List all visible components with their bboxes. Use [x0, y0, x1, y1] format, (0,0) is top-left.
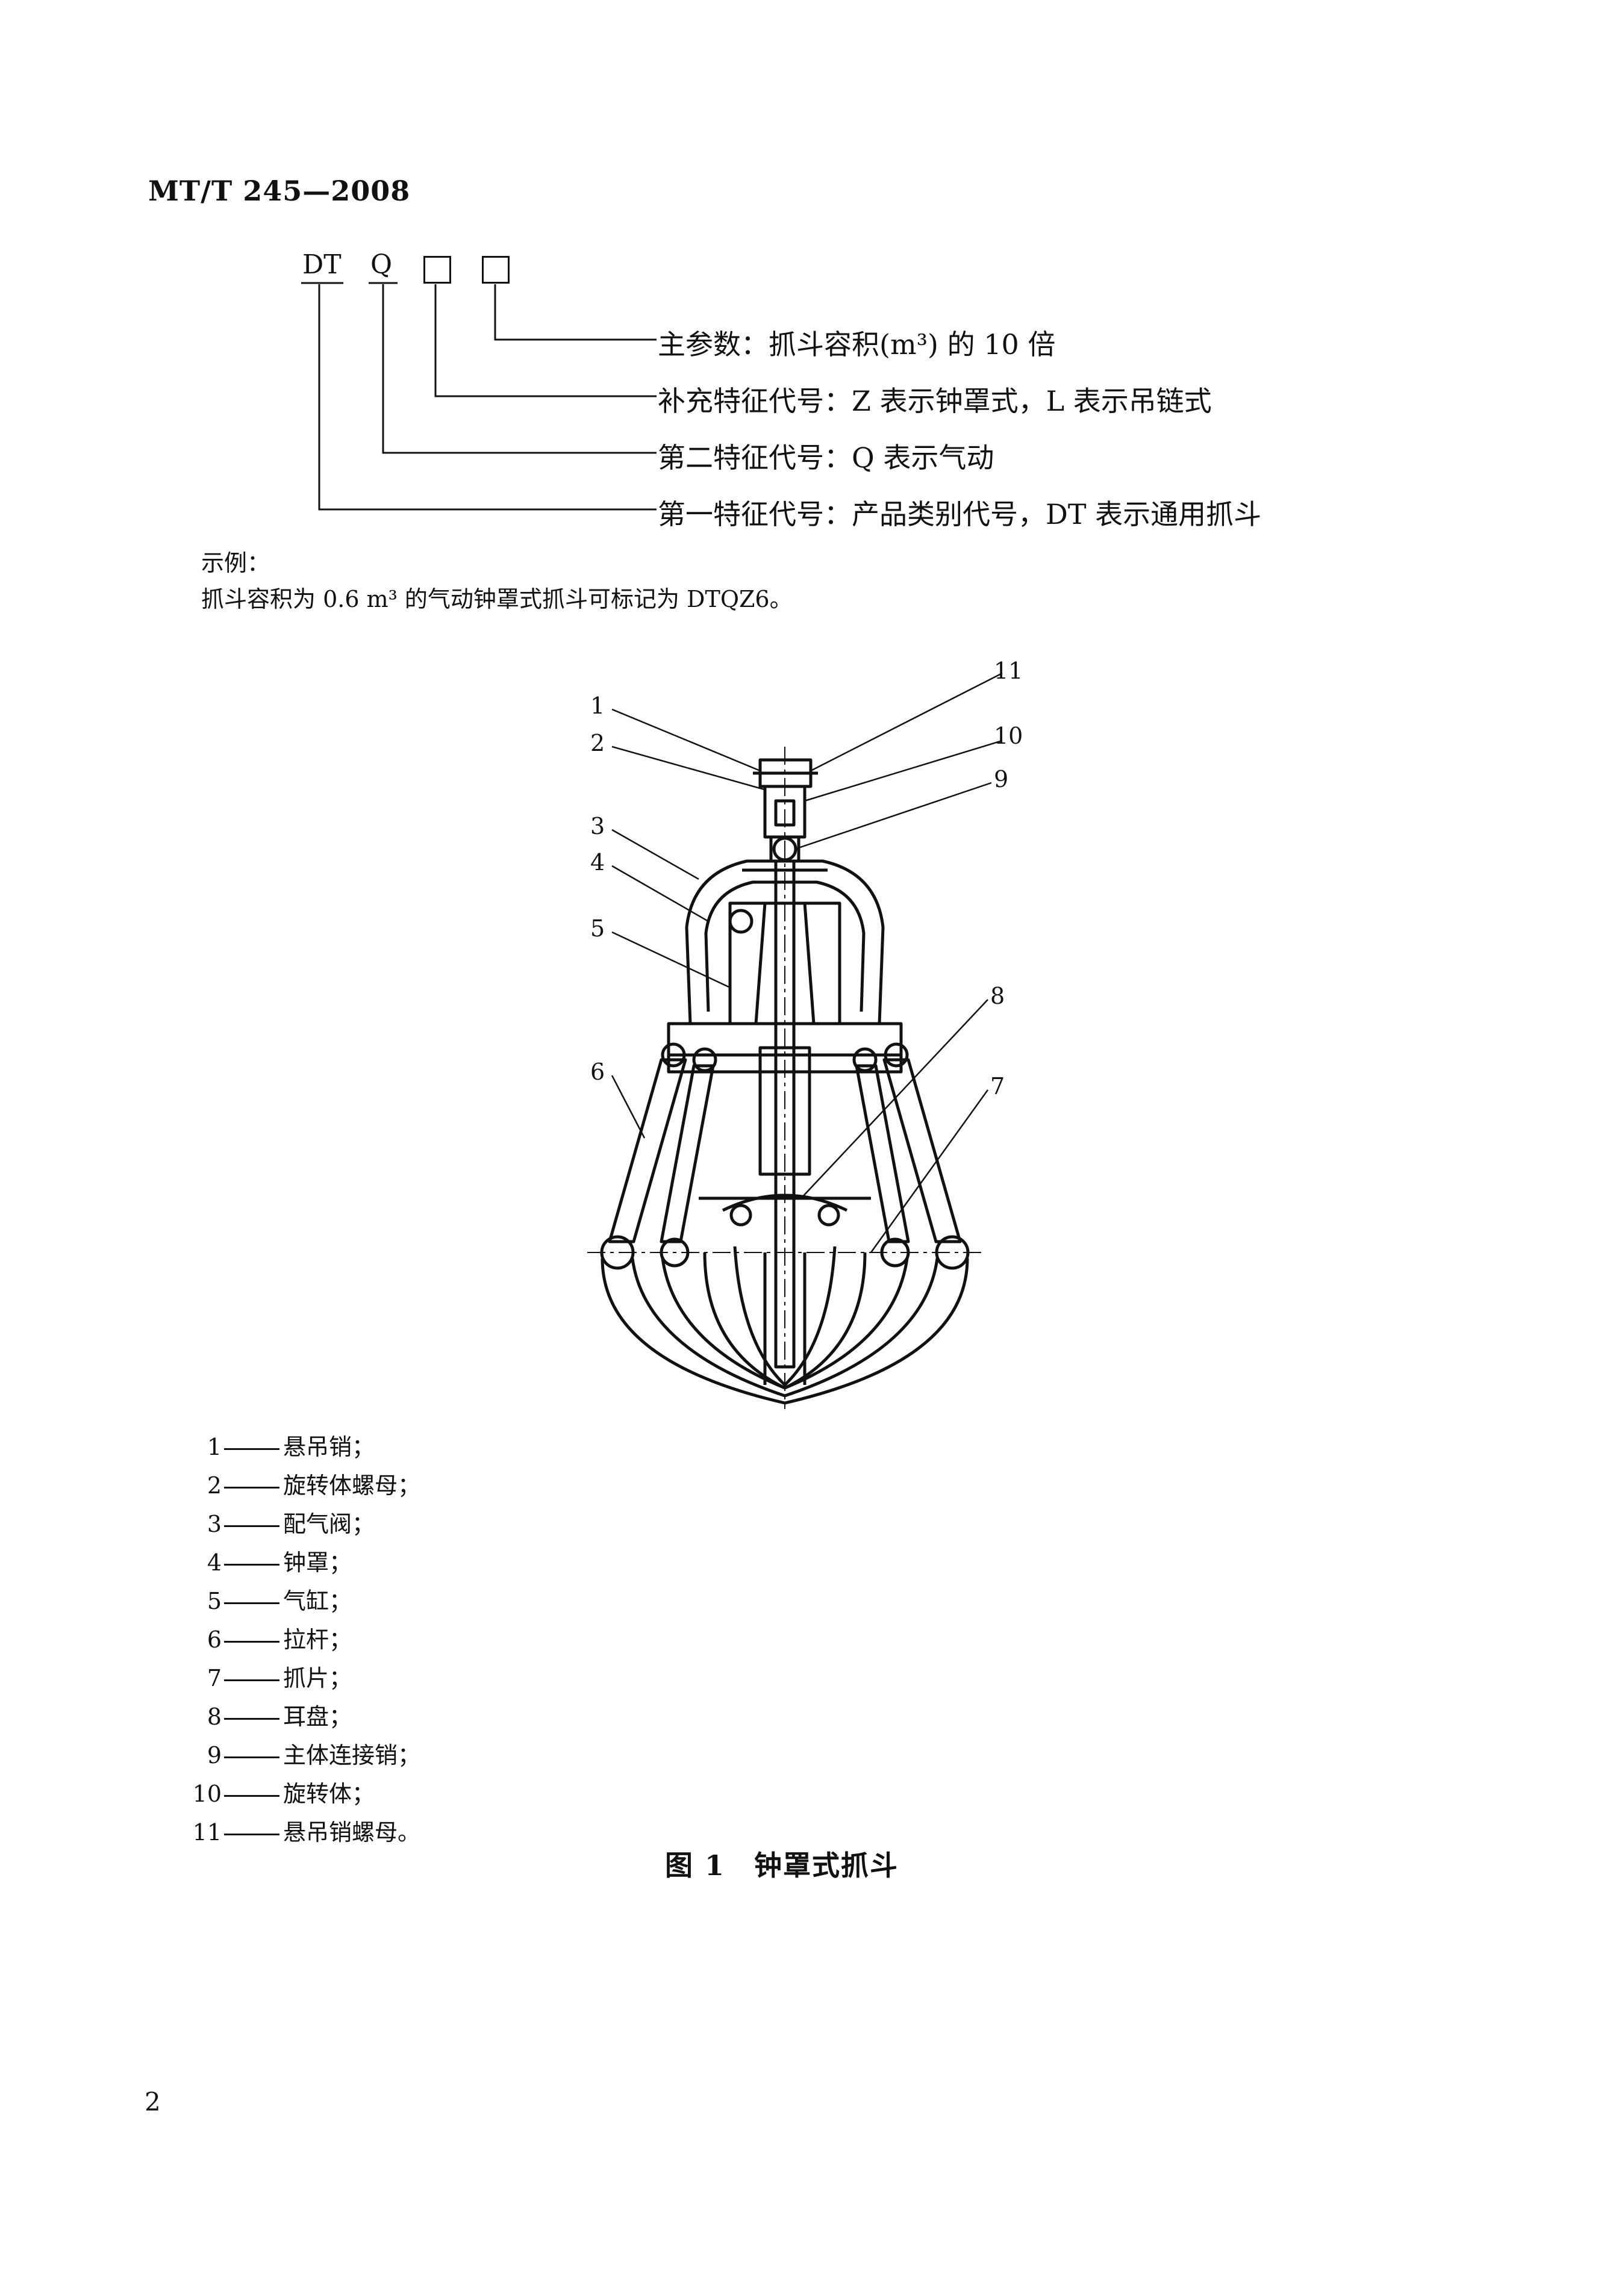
legend-num: 7	[207, 1665, 222, 1691]
legend-item-5: 5 气缸；	[187, 1582, 352, 1616]
legend-num: 8	[207, 1703, 222, 1730]
legend-num: 2	[207, 1472, 222, 1499]
legend-item-11: 11 悬吊销螺母。	[187, 1814, 420, 1847]
callout-6: 6	[590, 1059, 605, 1085]
legend-dash	[224, 1834, 279, 1835]
legend-item-1: 1 悬吊销；	[187, 1428, 375, 1461]
legend-text: 主体连接销；	[283, 1742, 421, 1769]
legend-item-6: 6 拉杆；	[187, 1621, 352, 1654]
code-desc-first-feature: 第一特征代号：产品类别代号，DT 表示通用抓斗	[658, 498, 1262, 530]
callout-3: 3	[590, 813, 605, 839]
legend-dash	[224, 1602, 279, 1604]
legend-text: 抓片；	[283, 1665, 352, 1691]
legend-text: 气缸；	[283, 1588, 352, 1614]
legend-num: 5	[207, 1588, 222, 1614]
pull-rod-right	[882, 1058, 962, 1243]
legend-dash	[224, 1564, 279, 1566]
legend-num: 4	[207, 1549, 222, 1576]
pull-rod-left	[608, 1058, 687, 1243]
code-segment-dt: DT	[302, 249, 342, 280]
grab-jaw-outer	[601, 1258, 969, 1405]
legend-item-3: 3 配气阀；	[187, 1505, 375, 1538]
callout-2: 2	[590, 730, 605, 756]
legend-num: 11	[192, 1819, 222, 1846]
standard-code: MT/T 245—2008	[148, 175, 411, 207]
legend-text: 拉杆；	[283, 1626, 352, 1653]
legend-item-9: 9 主体连接销；	[187, 1737, 420, 1770]
legend-dash	[224, 1525, 279, 1527]
code-desc-supplementary: 补充特征代号：Z 表示钟罩式，L 表示吊链式	[658, 385, 1212, 417]
legend-dash	[224, 1641, 279, 1643]
callout-10: 10	[994, 723, 1023, 749]
callout-4: 4	[590, 849, 605, 876]
example-label: 示例：	[201, 550, 270, 576]
legend-num: 3	[207, 1511, 222, 1537]
legend-num: 1	[207, 1434, 222, 1460]
legend-dash	[224, 1487, 279, 1489]
callout-1: 1	[590, 692, 605, 719]
example-text: 抓斗容积为 0.6 m³ 的气动钟罩式抓斗可标记为 DTQZ6。	[201, 586, 793, 612]
code-desc-main-parameter: 主参数：抓斗容积(m³) 的 10 倍	[658, 328, 1056, 361]
bell-cover-part	[685, 859, 885, 1025]
legend-dash	[224, 1795, 279, 1797]
callout-8: 8	[990, 983, 1005, 1009]
legend-dash	[224, 1679, 279, 1681]
page-number: 2	[145, 2087, 161, 2117]
legend-text: 旋转体螺母；	[283, 1472, 421, 1499]
code-desc-second-feature: 第二特征代号：Q 表示气动	[658, 441, 994, 474]
legend-item-2: 2 旋转体螺母；	[187, 1467, 420, 1500]
legend-num: 9	[207, 1742, 222, 1769]
legend-dash	[224, 1756, 279, 1758]
callout-7: 7	[990, 1073, 1005, 1100]
legend-text: 钟罩；	[283, 1549, 352, 1576]
legend-item-7: 7 抓片；	[187, 1660, 352, 1693]
callout-5: 5	[590, 915, 605, 942]
legend-dash	[224, 1718, 279, 1720]
legend-num: 6	[207, 1626, 222, 1653]
code-placeholder-box-1	[423, 256, 451, 284]
legend-text: 旋转体；	[283, 1781, 375, 1807]
code-placeholder-box-2	[482, 256, 510, 284]
callout-11: 11	[994, 658, 1023, 684]
figure-caption: 图 1 钟罩式抓斗	[665, 1849, 899, 1882]
legend-text: 悬吊销螺母。	[283, 1819, 421, 1846]
legend-item-4: 4 钟罩；	[187, 1544, 352, 1577]
legend-item-10: 10 旋转体；	[187, 1775, 375, 1808]
code-segment-q: Q	[370, 249, 393, 280]
legend-item-8: 8 耳盘；	[187, 1698, 352, 1731]
legend-num: 10	[192, 1781, 222, 1807]
legend-dash	[224, 1448, 279, 1450]
callout-9: 9	[994, 766, 1009, 792]
legend-text: 悬吊销；	[283, 1434, 375, 1460]
legend-text: 配气阀；	[283, 1511, 375, 1537]
legend-text: 耳盘；	[283, 1703, 352, 1730]
